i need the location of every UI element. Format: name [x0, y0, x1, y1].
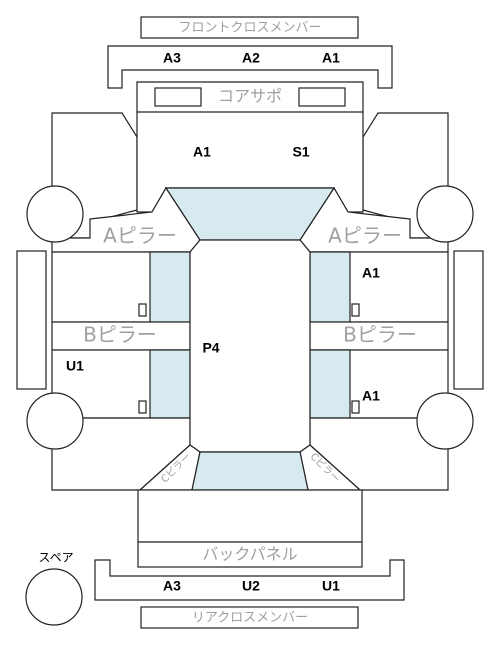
rear-left-tire	[26, 392, 84, 450]
rear-cross-member-label: リアクロスメンバー	[192, 611, 308, 626]
left-rear-door-code: U1	[66, 358, 84, 374]
left-front-door-handle	[138, 303, 147, 317]
trunk	[137, 489, 363, 543]
rear-cross-member-box	[140, 606, 359, 629]
front-cross-code-2: A2	[242, 50, 260, 66]
right-rear-door-code: A1	[362, 388, 380, 404]
left-front-window	[149, 251, 191, 323]
right-rear-door-handle	[351, 400, 360, 414]
back-panel	[137, 541, 363, 568]
left-side-skirt	[16, 250, 47, 390]
right-b-pillar-label: Bピラー	[343, 323, 417, 347]
right-front-window	[309, 251, 351, 323]
front-right-tire	[416, 185, 474, 243]
rear-right-tire	[416, 392, 474, 450]
right-rear-window	[309, 349, 351, 419]
front-bumper	[107, 45, 393, 89]
roof-code: P4	[202, 340, 219, 356]
front-cross-member-label: フロントクロスメンバー	[178, 21, 321, 36]
front-cross-code-1: A3	[163, 50, 181, 66]
right-side-skirt	[453, 250, 484, 390]
left-rear-window	[149, 349, 191, 419]
rear-bumper	[94, 559, 405, 601]
left-rear-door-handle	[138, 400, 147, 414]
right-front-door-handle	[351, 303, 360, 317]
hood-code-left: A1	[193, 144, 211, 160]
rear-cross-code-3: U1	[322, 578, 340, 594]
rear-window	[191, 451, 309, 491]
spare-label: スペア	[38, 551, 73, 565]
front-cross-member-box	[140, 16, 359, 39]
left-b-pillar	[51, 321, 191, 351]
rear-cross-code-1: A3	[163, 578, 181, 594]
core-support-left-slot	[154, 87, 202, 107]
rear-cross-code-2: U2	[242, 578, 260, 594]
hood-code-right: S1	[292, 144, 309, 160]
front-left-tire	[26, 185, 84, 243]
front-cross-code-3: A1	[322, 50, 340, 66]
right-a-pillar-label: Aピラー	[328, 224, 402, 248]
core-support-right-slot	[298, 87, 346, 107]
back-panel-label: バックパネル	[202, 545, 297, 564]
left-a-pillar-label: Aピラー	[103, 224, 177, 248]
core-support-label: コアサポ	[218, 87, 282, 106]
right-front-door-code: A1	[362, 265, 380, 281]
left-b-pillar-label: Bピラー	[83, 323, 157, 347]
spare-tire	[25, 568, 83, 626]
